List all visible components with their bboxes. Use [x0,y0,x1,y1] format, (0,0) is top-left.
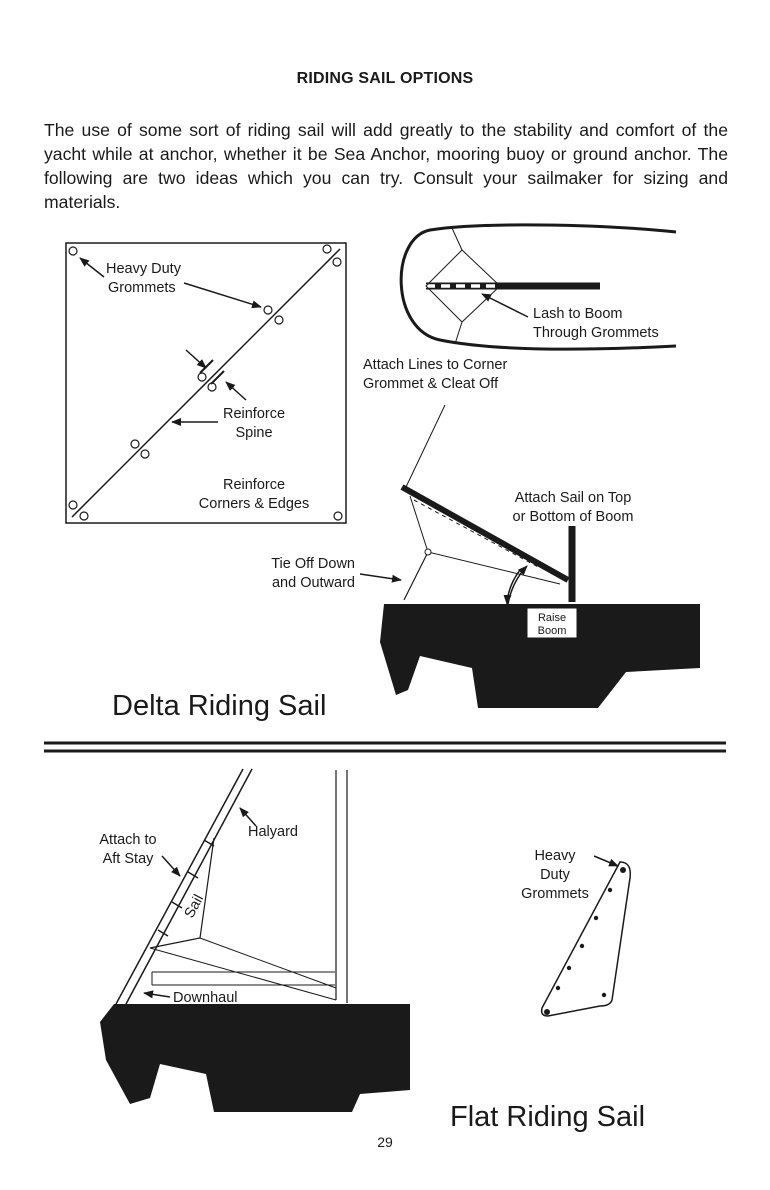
page-title: RIDING SAIL OPTIONS [296,70,474,87]
flat-heading: Flat Riding Sail [450,1101,645,1133]
label-reinforce-corners-1: Reinforce [223,477,285,493]
delta-square-sail-diagram [65,242,347,524]
label-aft-stay: Aft Stay [103,851,155,867]
sail-spine-diagonal [71,248,341,518]
label-through-grommets: Through Grommets [533,325,659,341]
intro-paragraph: The use of some sort of riding sail will… [44,120,728,212]
page-number: 29 [377,1134,393,1150]
label-heavy: Heavy [534,848,576,864]
label-halyard: Halyard [248,824,298,840]
flat-grommets [544,867,626,1015]
delta-side-view-diagram [359,404,700,708]
grommet-circles [68,244,343,521]
label-raise: Raise [538,612,566,624]
delta-square-labels: Heavy Duty Grommets Reinforce Spine Rein… [106,261,309,512]
label-top-bottom-boom: or Bottom of Boom [513,509,634,525]
label-attach-lines: Attach Lines to Corner [363,357,507,373]
delta-top-view-diagram [399,223,677,351]
flat-sail-panel [540,861,632,1017]
label-grommets-flat: Grommets [521,886,589,902]
delta-heading: Delta Riding Sail [112,690,326,722]
label-grommets: Grommets [108,280,176,296]
label-downhaul: Downhaul [173,990,238,1006]
square-sail-outline [65,242,347,524]
label-and-outward: and Outward [272,575,355,591]
label-attach-sail: Attach Sail on Top [515,490,632,506]
flat-sail-labels: Attach to Aft Stay Halyard Sail Downhaul… [99,824,588,1006]
label-attach-to: Attach to [99,832,156,848]
label-grommet-cleat: Grommet & Cleat Off [363,376,499,392]
label-boom: Boom [538,625,567,637]
label-duty: Duty [540,867,571,883]
label-lash-to-boom: Lash to Boom [533,306,622,322]
label-heavy-duty: Heavy Duty [106,261,182,277]
label-tie-off-down: Tie Off Down [271,556,355,572]
label-reinforce-spine-1: Reinforce [223,406,285,422]
delta-top-view-labels: Lash to Boom Through Grommets Attach Lin… [363,306,659,392]
flat-boat-hull [100,1004,410,1112]
delta-side-view-labels: Attach Sail on Top or Bottom of Boom Tie… [271,490,633,637]
label-reinforce-spine-2: Spine [235,425,272,441]
flat-sail-diagram [100,768,632,1112]
label-reinforce-corners-2: Corners & Edges [199,496,309,512]
section-divider [44,741,726,753]
delta-boat-hull [380,604,700,708]
